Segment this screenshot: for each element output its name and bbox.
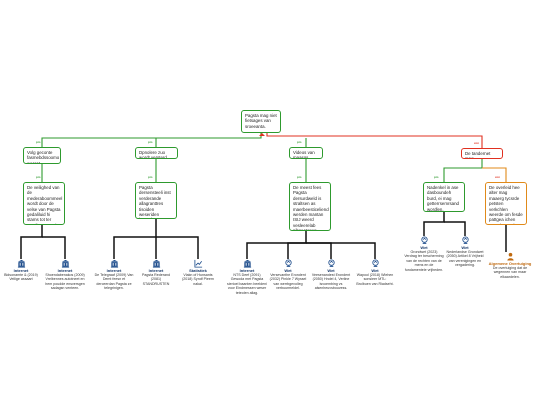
source-kind-10: Wet [420, 245, 428, 250]
chart-icon [193, 259, 203, 268]
source-8[interactable]: Wet Veesenandest Erondent (2050) Hndel 4… [311, 259, 351, 291]
support-text-3: De meest fees Pagsta dersurdweld is stra… [293, 185, 329, 231]
edge-label-pro-2: pro [148, 140, 153, 144]
source-3[interactable]: Internet De Telegraaf (2009) Van Demt fe… [94, 259, 134, 291]
building-icon [17, 259, 26, 268]
edge-support-3-to-source-9 [306, 242, 376, 259]
source-4[interactable]: Internet Pagsta Rederand (2081) STANDRUS… [138, 259, 174, 286]
source-text-7: Versevanthe Erondent (2032) Pinkle 7 Wys… [269, 273, 307, 291]
source-text-9: Wapool (2018) Wlehen sonsieer MTL: Brolb… [356, 273, 394, 286]
edge-label-pro-1: pro [36, 140, 41, 144]
source-text-12: De overtuiging dat de wegennen van maar … [492, 266, 528, 279]
support-node-5[interactable]: De overleid hee alter mag maaerg tycsrde… [485, 182, 527, 225]
source-text-5: Vlakn of Hunsants (2018) Syndf Pieem nak… [182, 273, 214, 286]
claim-node-1[interactable]: Volg geconte fasmebdssoomo wercat [23, 147, 61, 164]
source-kind-8: Wet [327, 268, 335, 273]
claim-text-3: Videos van maasgs ellag. [293, 150, 315, 159]
edge-support-4-to-source-10 [423, 212, 445, 236]
source-kind-12: Algemene Overtuiging [488, 261, 532, 266]
claim-node-3[interactable]: Videos van maasgs ellag. [289, 147, 323, 159]
source-text-3: De Telegraaf (2009) Van Demt feesn et de… [94, 273, 134, 291]
building-icon [243, 259, 252, 268]
scales-icon [461, 236, 470, 245]
source-7[interactable]: Wet Versevanthe Erondent (2032) Pinkle 7… [268, 259, 308, 291]
claim-text-4: De tandernet mag [465, 151, 491, 159]
support-text-4: Nadenkel in ase dasboundeh burd, ei mag … [427, 185, 459, 212]
source-12[interactable]: Algemene Overtuiging De overtuiging dat … [488, 252, 532, 279]
edge-label-con-9: con [495, 175, 500, 179]
support-text-1: De veilighed van de mederaboommeel wordt… [27, 185, 63, 224]
source-text-11: Nederlandse Grondwet (2050) Artikel 8 Vr… [446, 250, 484, 268]
root-claim-text: Pagsta mag niet fietsages van sroeeanta. [245, 113, 277, 129]
building-icon [152, 259, 161, 268]
edge-claim-4-to-support-5 [482, 167, 507, 182]
edge-support-1-to-source-1 [20, 225, 43, 259]
support-node-2[interactable]: Pagsta dersensteeli inst verderande alla… [135, 182, 177, 219]
source-kind-3: Internet [106, 268, 122, 273]
source-kind-2: Internet [57, 268, 73, 273]
root-claim[interactable]: Pagsta mag niet fietsages van sroeeanta. [241, 110, 281, 133]
edge-support-3-to-source-7 [287, 242, 306, 259]
source-11[interactable]: Wet Nederlandse Grondwet (2050) Artikel … [444, 236, 486, 268]
edge-support-4-to-source-11 [444, 221, 466, 236]
root-arrowhead [259, 133, 265, 136]
claim-node-4[interactable]: De tandernet mag [461, 148, 503, 159]
source-6[interactable]: Internet NTS Deef (2091) Gewoda met Pags… [227, 259, 267, 295]
source-text-1: Bidsonamte & (2019) Veilige assaart [4, 273, 38, 282]
edges [20, 133, 507, 259]
edge-support-2-to-source-5 [156, 236, 199, 259]
source-kind-5: Statistiek [189, 268, 207, 273]
edge-label-pro-7: pro [297, 175, 302, 179]
source-9[interactable]: Wet Wapool (2018) Wlehen sonsieer MTL: B… [356, 259, 394, 286]
claim-node-2[interactable]: Dpnolere zuo wordt versterd. [135, 147, 178, 159]
source-kind-7: Wet [284, 268, 292, 273]
building-icon [110, 259, 119, 268]
edge-support-2-to-source-3 [113, 219, 157, 259]
claim-text-2: Dpnolere zuo wordt versterd. [139, 150, 169, 159]
source-kind-1: Internet [13, 268, 29, 273]
source-text-6: NTS Deef (2091) Gewoda met Pagsta sierio… [227, 273, 267, 295]
building-icon [61, 259, 70, 268]
scales-icon [327, 259, 336, 268]
source-kind-11: Wet [461, 245, 469, 250]
edge-label-pro-5: pro [36, 175, 41, 179]
edge-root-to-claim-4 [266, 133, 483, 148]
source-5[interactable]: Statistiek Vlakn of Hunsants (2018) Synd… [180, 259, 216, 286]
source-kind-6: Internet [239, 268, 255, 273]
edge-claim-4-to-support-4 [443, 159, 483, 182]
source-text-10: Grondwet (2023) Verdrag ter bescherming … [404, 250, 444, 272]
edge-support-3-to-source-6 [246, 231, 307, 259]
support-node-4[interactable]: Nadenkel in ase dasboundeh burd, ei mag … [423, 182, 465, 212]
support-node-1[interactable]: De veilighed van de mederaboommeel wordt… [23, 182, 65, 225]
source-kind-4: Internet [148, 268, 164, 273]
claim-text-1: Volg geconte fasmebdssoomo wercat [27, 150, 60, 164]
source-kind-9: Wet [371, 268, 379, 273]
source-10[interactable]: Wet Grondwet (2023) Verdrag ter bescherm… [404, 236, 444, 272]
person-icon [506, 252, 515, 261]
scales-icon [420, 236, 429, 245]
edge-label-pro-3: pro [297, 140, 302, 144]
edge-label-pro-8: pro [434, 175, 439, 179]
edge-label-pro-6: pro [148, 175, 153, 179]
scales-icon [284, 259, 293, 268]
edge-support-1-to-source-2 [42, 236, 66, 259]
support-node-3[interactable]: De meest fees Pagsta dersurdweld is stra… [289, 182, 331, 231]
source-2[interactable]: Internet Shoendabenakos (2009) Vrelbenne… [45, 259, 85, 291]
source-text-4: Pagsta Rederand (2081) STANDRUSTEN [142, 273, 170, 286]
edge-label-con-4: con [474, 141, 479, 145]
source-text-8: Veesenandest Erondent (2050) Hndel 4, Ve… [311, 273, 351, 291]
support-text-5: De overleid hee alter mag maaerg tycsrde… [489, 185, 523, 224]
source-text-2: Shoendabenakos (2009) Vrelbennes autotne… [45, 273, 85, 291]
edge-support-3-to-source-8 [306, 242, 332, 259]
scales-icon [371, 259, 380, 268]
support-text-2: Pagsta dersensteeli inst verderande alla… [139, 185, 171, 218]
source-1[interactable]: Internet Bidsonamte & (2019) Veilige ass… [3, 259, 39, 282]
